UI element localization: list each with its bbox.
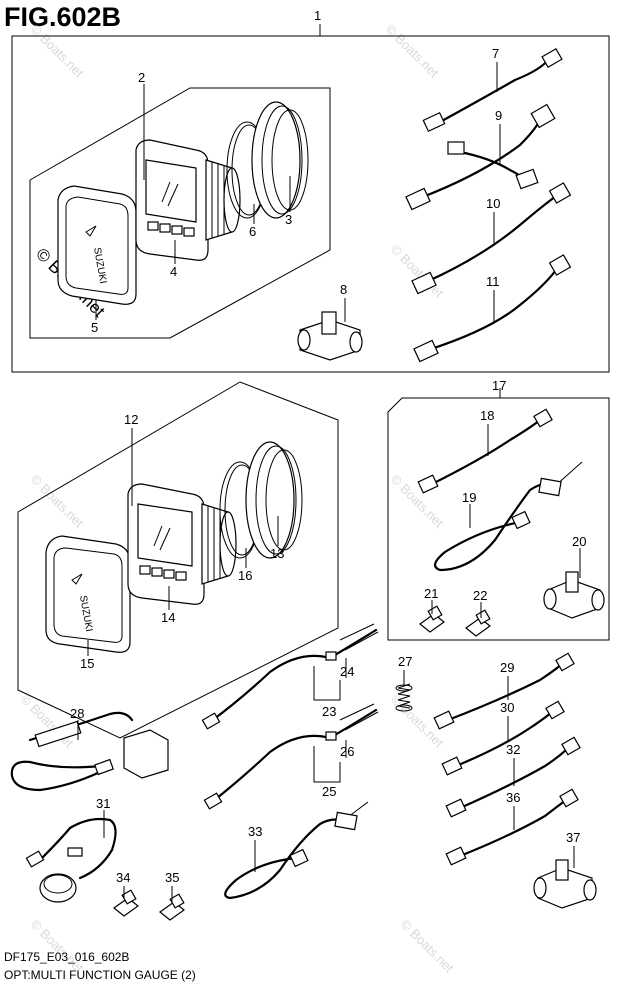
cable-36 — [445, 788, 579, 866]
callout-27: 27 — [398, 654, 412, 669]
cable-11 — [413, 254, 572, 363]
callout-34: 34 — [116, 870, 130, 885]
model-code: DF175_E03_016_602B — [4, 950, 130, 964]
figure-title: FIG.602B — [4, 2, 122, 32]
cable-29 — [433, 652, 575, 730]
callout-18: 18 — [480, 408, 494, 423]
gauge-neck-2 — [201, 503, 237, 585]
callout-14: 14 — [161, 610, 175, 625]
callout-12: 12 — [124, 412, 138, 427]
callout-21: 21 — [424, 586, 438, 601]
gauge-4 — [135, 139, 209, 261]
callout-32: 32 — [506, 742, 520, 757]
callout-10: 10 — [486, 196, 500, 211]
callout-2: 2 — [138, 70, 145, 85]
nut-13 — [245, 441, 303, 559]
leader-lines — [77, 62, 581, 902]
diagram-caption: OPT:MULTI FUNCTION GAUGE (2) — [4, 968, 196, 982]
watermark-text: © Boats.net — [28, 22, 87, 81]
cable-7 — [422, 47, 563, 133]
gauge-14 — [127, 483, 205, 605]
harness-9 — [405, 103, 556, 211]
kit-box-17 — [387, 388, 610, 641]
t-connector-37 — [533, 859, 597, 909]
cable-32 — [445, 736, 581, 818]
gauge-box-12 — [17, 381, 339, 739]
callout-6: 6 — [249, 224, 256, 239]
callout-4: 4 — [170, 264, 177, 279]
harness-23 — [201, 623, 379, 730]
callout-9: 9 — [495, 108, 502, 123]
callout-33: 33 — [248, 824, 262, 839]
callout-8: 8 — [340, 282, 347, 297]
callout-11: 11 — [486, 274, 500, 289]
gauge-box-2 — [29, 87, 331, 339]
watermark-text: © Boats.net — [398, 917, 457, 976]
bezel-15: SUZUKI — [45, 535, 131, 653]
t-connector-20 — [543, 571, 605, 619]
terminator-35 — [159, 893, 185, 921]
gauge-neck — [205, 159, 241, 241]
callout-15: 15 — [80, 656, 94, 671]
sensor-28 — [10, 711, 169, 792]
callout-7: 7 — [492, 46, 499, 61]
callout-22: 22 — [473, 588, 487, 603]
callout-37: 37 — [566, 830, 580, 845]
callout-25: 25 — [322, 784, 336, 799]
cable-10 — [411, 182, 572, 295]
harness-33 — [224, 801, 369, 900]
kit-box-1 — [11, 24, 610, 373]
callout-36: 36 — [506, 790, 520, 805]
callout-30: 30 — [500, 700, 514, 715]
callout-23: 23 — [322, 704, 336, 719]
terminator-34 — [113, 889, 139, 917]
cable-30 — [441, 700, 565, 776]
watermark-text: © Boats.net — [28, 917, 87, 976]
callout-29: 29 — [500, 660, 514, 675]
callout-numbers: 1 2 3 4 5 6 7 8 9 10 11 12 13 14 15 16 1… — [70, 8, 586, 885]
callout-5: 5 — [91, 320, 98, 335]
harness-19 — [433, 461, 583, 572]
terminator-22 — [465, 609, 491, 637]
bezel-5: SUZUKI — [57, 185, 137, 305]
callout-24: 24 — [340, 664, 354, 679]
callout-1: 1 — [314, 8, 321, 23]
callout-35: 35 — [165, 870, 179, 885]
nut-3 — [251, 101, 309, 219]
watermark-text: © Boats.net — [383, 22, 442, 81]
callout-3: 3 — [285, 212, 292, 227]
callout-31: 31 — [96, 796, 110, 811]
callout-19: 19 — [462, 490, 476, 505]
callout-28: 28 — [70, 706, 84, 721]
t-connector-8 — [297, 311, 363, 361]
callout-26: 26 — [340, 744, 354, 759]
terminator-21 — [419, 605, 445, 633]
callout-13: 13 — [270, 546, 284, 561]
callout-17: 17 — [492, 378, 506, 393]
watermark-layer: © Boats.net © Boats.net © Boats.net © Bo… — [18, 22, 457, 976]
callout-16: 16 — [238, 568, 252, 583]
harness-25 — [203, 703, 379, 810]
callout-20: 20 — [572, 534, 586, 549]
cable-18 — [417, 408, 553, 494]
gps-antenna-31 — [25, 817, 117, 903]
